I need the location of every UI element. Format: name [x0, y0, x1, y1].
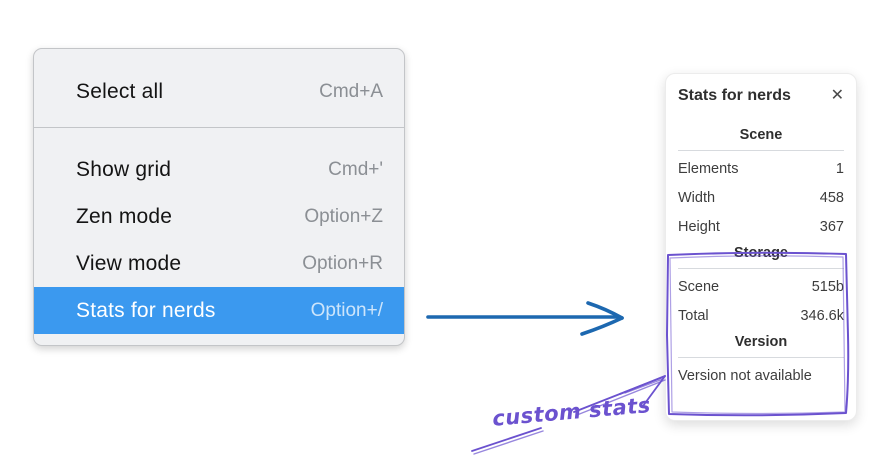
stat-value: 458 [819, 190, 844, 206]
menu-item-shortcut: Cmd+A [319, 81, 383, 102]
menu-item-shortcut: Option+Z [304, 205, 383, 227]
section-heading: Storage [734, 245, 788, 261]
section-heading: Version [734, 334, 788, 350]
section-rule [678, 268, 844, 269]
stat-row-elements: Elements 1 [678, 155, 844, 184]
annotation-label: custom stats [491, 393, 652, 431]
stat-row-width: Width 458 [678, 184, 844, 213]
menu-item-show-grid[interactable]: Show grid Cmd+' [34, 146, 404, 193]
close-icon[interactable]: ✕ [830, 87, 844, 104]
stat-value: 367 [819, 219, 844, 235]
menu-item-shortcut: Option+R [302, 252, 383, 274]
stat-value: 515b [811, 279, 844, 295]
stats-section-version: Version Version not available [678, 334, 844, 391]
menu-item-label: Select all [76, 80, 164, 103]
section-rule [678, 357, 844, 358]
stat-label: Total [678, 308, 709, 324]
menu-divider [34, 127, 404, 128]
stats-panel: Stats for nerds ✕ Scene Elements 1 Width… [665, 73, 857, 421]
menu-item-shortcut: Option+/ [310, 299, 383, 321]
stat-label: Height [678, 219, 720, 235]
menu-item-label: Zen mode [76, 204, 173, 228]
version-note: Version not available [678, 368, 812, 384]
stat-value: 346.6k [800, 308, 844, 324]
stats-section-storage: Storage Scene 515b Total 346.6k [678, 245, 844, 331]
menu-item-label: Show grid [76, 157, 172, 181]
stat-row-total-storage: Total 346.6k [678, 302, 844, 331]
stats-panel-title: Stats for nerds [678, 87, 791, 104]
stat-value: 1 [835, 161, 844, 177]
menu-item-stats-for-nerds[interactable]: Stats for nerds Option+/ [34, 287, 404, 334]
context-menu: Select all Cmd+A Show grid Cmd+' Zen mod… [33, 48, 405, 346]
menu-item-label: View mode [76, 251, 182, 275]
blue-arrow [426, 301, 624, 336]
stat-row-scene-storage: Scene 515b [678, 273, 844, 302]
section-rule [678, 150, 844, 151]
menu-item-view-mode[interactable]: View mode Option+R [34, 240, 404, 287]
menu-item-label: Stats for nerds [76, 298, 216, 322]
stat-row-height: Height 367 [678, 213, 844, 242]
menu-item-shortcut: Cmd+' [328, 158, 383, 180]
stats-panel-header: Stats for nerds ✕ [678, 87, 844, 105]
stat-label: Width [678, 190, 716, 206]
menu-item-select-all[interactable]: Select all Cmd+A [34, 63, 404, 121]
stat-label: Elements [678, 161, 739, 177]
section-heading: Scene [739, 127, 783, 143]
menu-item-zen-mode[interactable]: Zen mode Option+Z [34, 193, 404, 240]
stats-section-scene: Scene Elements 1 Width 458 Height 367 [678, 127, 844, 242]
stat-label: Scene [678, 279, 720, 295]
